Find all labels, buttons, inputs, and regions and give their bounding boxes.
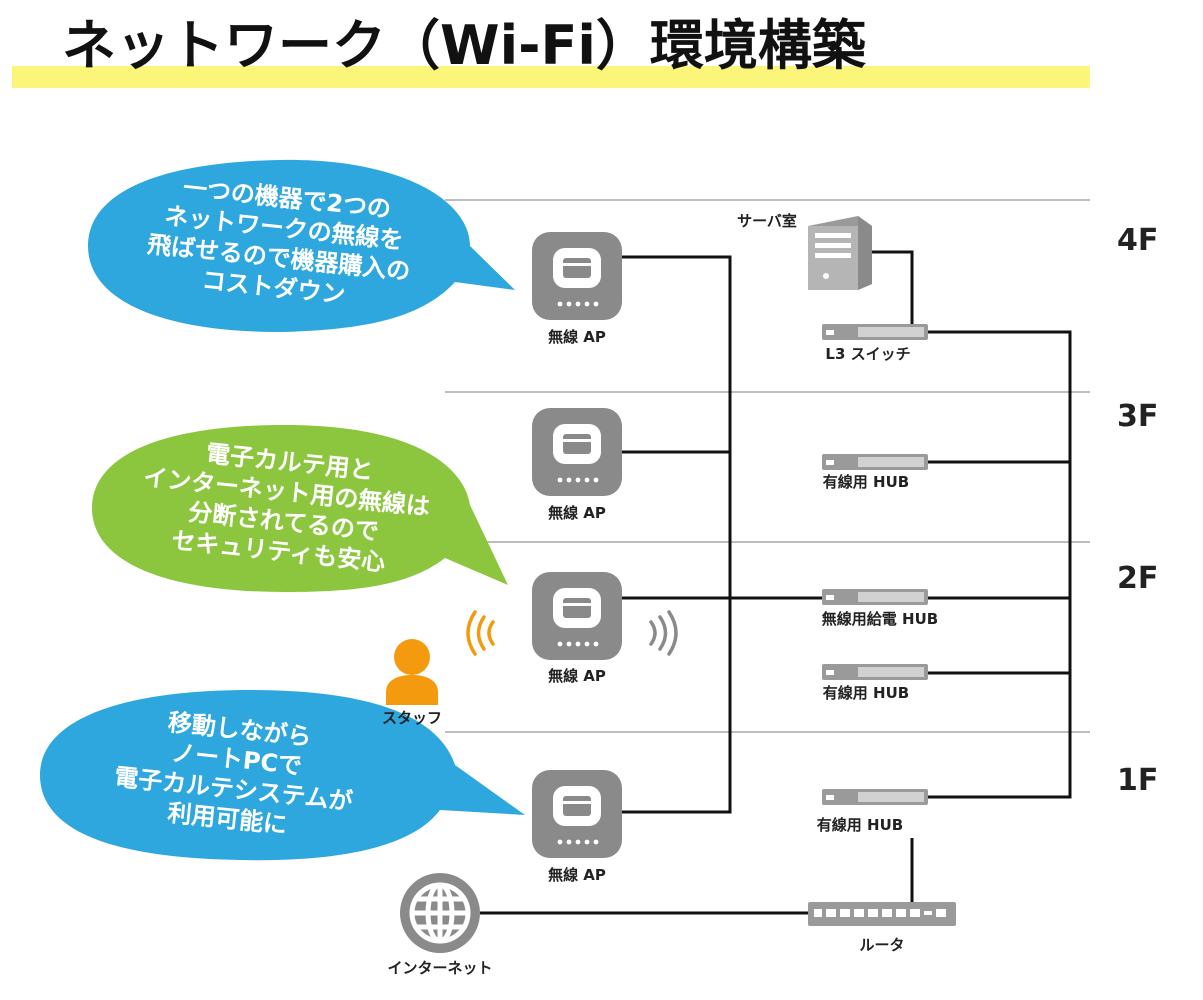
page-title: ネットワーク（Wi-Fi）環境構築 (62, 14, 867, 77)
wired-hub-3f-label: 有線用 HUB (823, 473, 909, 491)
access-point-label: 無線 AP (548, 866, 606, 884)
switch-icon (822, 664, 928, 680)
floor-label-1f: 1F (1117, 763, 1158, 798)
switch-icon (822, 454, 928, 470)
internet-label: インターネット (387, 959, 492, 977)
bubble-mobile: 移動しながら ノートPCで 電子カルテシステムが 利用可能に (40, 690, 525, 861)
wire-server-l3 (872, 250, 914, 324)
wireless-ap-icon (532, 408, 622, 496)
wired-hub-1f: 有線用 HUB (817, 789, 928, 834)
access-point-label: 無線 AP (548, 328, 606, 346)
staff: スタッフ (382, 639, 442, 727)
router-icon (808, 902, 956, 926)
bubble-security: 電子カルテ用と インターネット用の無線は 分断されてるので セキュリティも安心 (92, 425, 508, 592)
wifi-wave-right-icon (649, 610, 678, 656)
wired-hub-3f: 有線用 HUB (822, 454, 928, 491)
wire-ap1 (622, 255, 732, 814)
wired-hub-2f: 有線用 HUB (822, 664, 928, 702)
wifi-wave-left-icon (466, 610, 495, 656)
switch-icon (822, 324, 928, 340)
floor-label-3f: 3F (1117, 399, 1158, 434)
wireless-ap-icon (532, 572, 622, 660)
person-icon (386, 639, 438, 705)
router-label: ルータ (859, 936, 904, 954)
server-room-label: サーバ室 (737, 212, 797, 230)
wire-l3-riser (928, 330, 1072, 799)
title-underline (12, 66, 1090, 88)
access-point-1f: 無線 AP (532, 770, 622, 884)
access-point-4f: 無線 AP (532, 232, 622, 346)
router: ルータ (808, 902, 956, 954)
staff-label: スタッフ (382, 709, 442, 727)
access-point-label: 無線 AP (548, 504, 606, 522)
access-point-3f: 無線 AP (532, 408, 622, 522)
globe-icon (400, 873, 480, 953)
bubble-cost-shape (88, 159, 515, 332)
server-icon (808, 216, 872, 290)
poe-hub-2f: 無線用給電 HUB (822, 589, 938, 628)
internet: インターネット (387, 873, 493, 977)
poe-hub-2f-label: 無線用給電 HUB (822, 610, 938, 628)
floor-label-2f: 2F (1117, 561, 1158, 596)
bubble-security-shape (92, 425, 508, 592)
l3-switch: L3 スイッチ (822, 324, 928, 363)
switch-icon (822, 789, 928, 805)
wireless-ap-icon (532, 770, 622, 858)
network-wires (480, 250, 1072, 915)
l3-switch-label: L3 スイッチ (825, 345, 910, 363)
wired-hub-1f-label: 有線用 HUB (817, 816, 903, 834)
bubble-cost: 一つの機器で2つの ネットワークの無線を 飛ばせるので機器購入の コストダウン (88, 159, 515, 332)
floor-label-4f: 4F (1117, 223, 1158, 258)
access-point-2f: 無線 AP (532, 572, 622, 685)
switch-icon (822, 589, 928, 605)
access-point-label: 無線 AP (548, 667, 606, 685)
server: サーバ室 (737, 212, 872, 290)
wired-hub-2f-label: 有線用 HUB (823, 684, 909, 702)
wireless-ap-icon (532, 232, 622, 320)
title-block: ネットワーク（Wi-Fi）環境構築 (12, 14, 1090, 88)
bubble-mobile-shape (40, 690, 525, 861)
